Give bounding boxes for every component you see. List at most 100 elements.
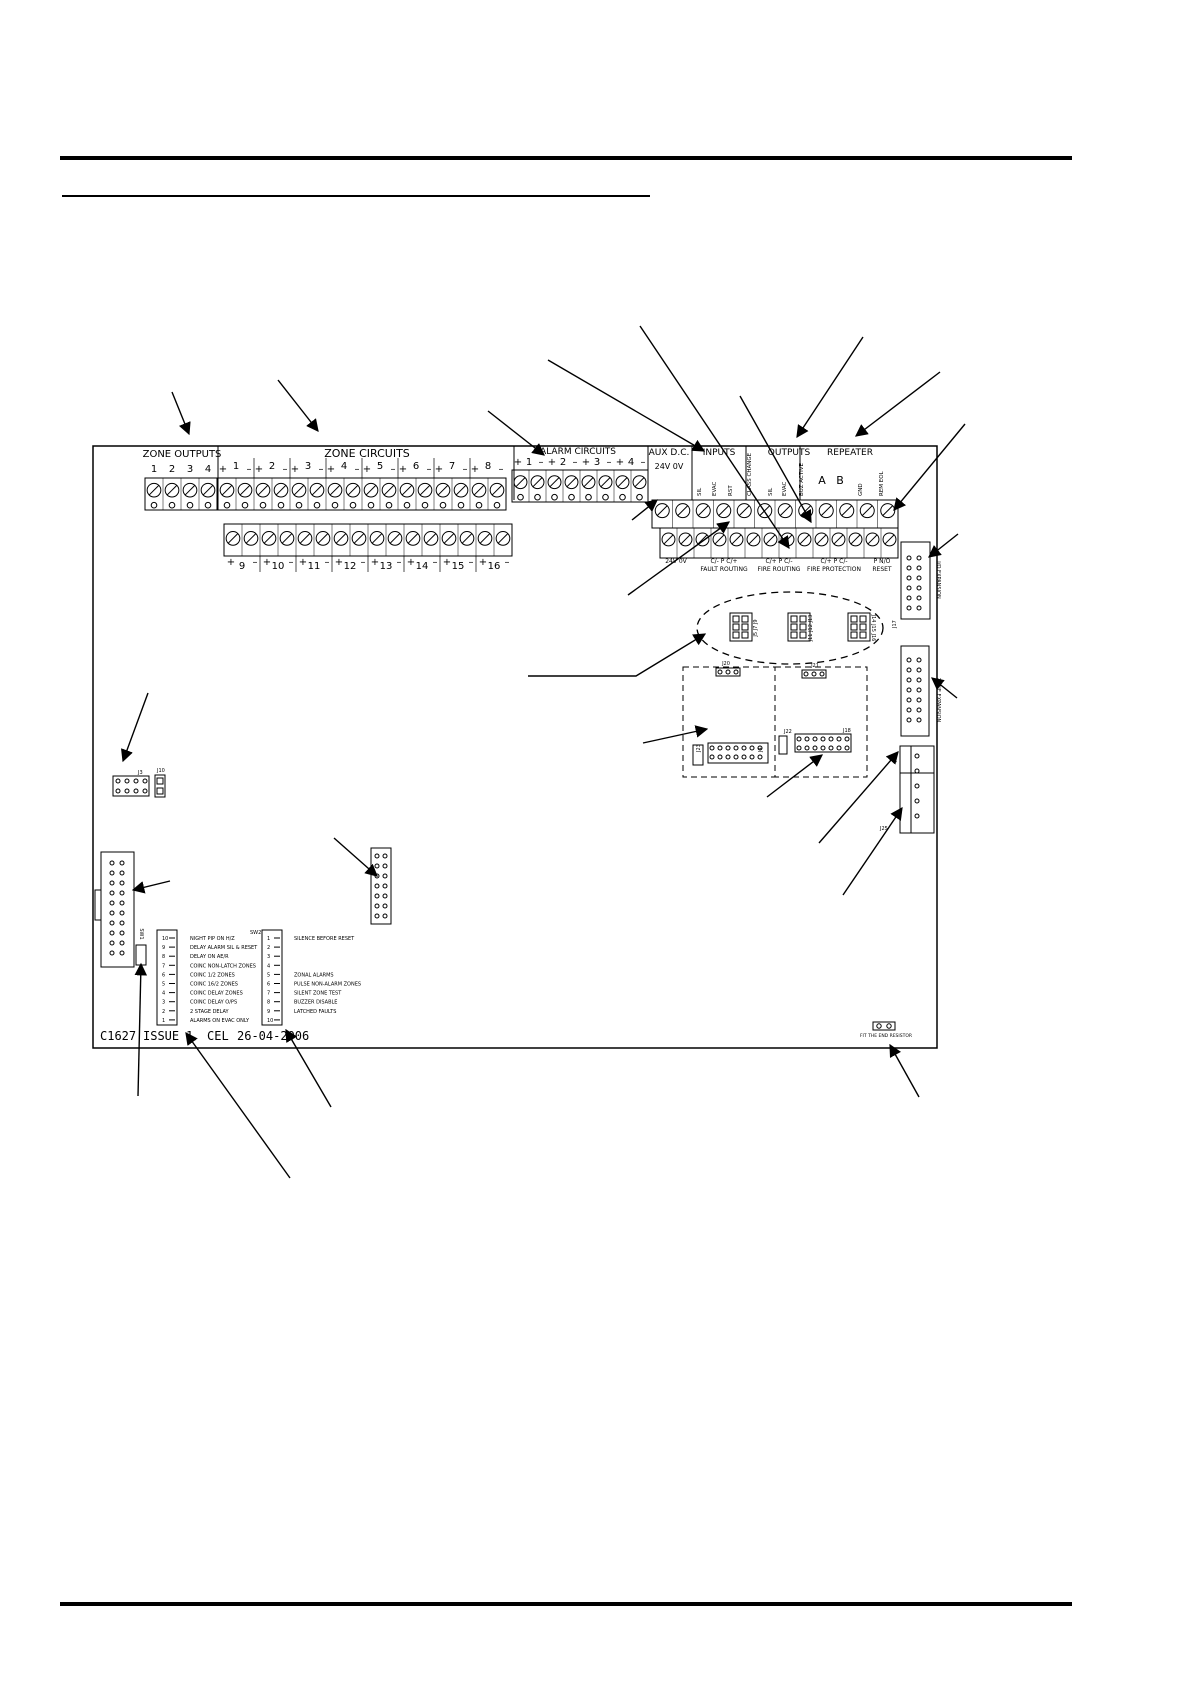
connector-pin — [725, 745, 731, 751]
terminal-number: 2 — [560, 457, 566, 468]
terminal-number: 8 — [485, 461, 491, 472]
connector-pin — [820, 736, 826, 742]
connector-pin — [156, 787, 164, 795]
callout-arrow — [333, 837, 378, 877]
j3-label: J3 — [137, 770, 143, 776]
middle-header — [370, 847, 392, 925]
connector-pin — [811, 671, 817, 677]
connector-pin — [733, 669, 739, 675]
fault-routing-label: FAULT ROUTING — [700, 566, 748, 573]
terminal-hole — [602, 493, 609, 501]
terminal-number: + — [471, 464, 479, 475]
connector-pin — [906, 657, 912, 663]
terminal-number: – — [391, 464, 396, 475]
switch-number: 3 — [267, 954, 270, 960]
switch-number: 7 — [162, 963, 165, 969]
connector-pin — [133, 778, 139, 784]
switch-function-label: PULSE NON-ALARM ZONES — [294, 982, 361, 988]
jumper-pin — [790, 623, 798, 631]
callout-arrow — [739, 395, 812, 524]
switch-function-label: ZONAL ALARMS — [294, 972, 334, 978]
connector-pin — [142, 788, 148, 794]
jumper-pin — [859, 631, 867, 639]
callout-arrow — [928, 533, 959, 558]
terminal-number: 10 — [272, 561, 285, 572]
callout-arrow — [171, 391, 191, 436]
header-j4 — [707, 742, 769, 764]
j17-label: J17 — [892, 620, 898, 629]
jumper-j20 — [715, 667, 741, 677]
terminal-number: – — [289, 557, 294, 568]
connector-pin — [916, 667, 922, 673]
connector-pin — [914, 768, 920, 774]
connector-pin — [749, 745, 755, 751]
terminal-hole — [186, 501, 194, 509]
jumper-bank — [729, 612, 753, 642]
connector-pin — [119, 880, 125, 886]
terminal-hole — [168, 501, 176, 509]
callout-arrow — [766, 754, 824, 798]
switch-function-label: COINC DELAY O/PS — [190, 1000, 237, 1006]
header-j3 — [112, 775, 150, 797]
io-label: BUZ ACTIVE — [799, 463, 805, 496]
terminal-hole — [457, 501, 465, 509]
jumper-pin — [850, 615, 858, 623]
board-maker: CEL — [207, 1029, 229, 1043]
connector-pin — [133, 788, 139, 794]
terminal-hole — [331, 501, 339, 509]
terminal-number: + — [479, 557, 487, 568]
connector-pin — [836, 736, 842, 742]
callout-arrow — [185, 1031, 291, 1179]
callout-arrow — [134, 962, 148, 1097]
terminal-hole — [439, 501, 447, 509]
aux-lower-label: 24V 0V — [665, 558, 687, 565]
switch-number: 6 — [162, 972, 165, 978]
fire-routing-label: FIRE ROUTING — [758, 566, 801, 573]
connector-pin — [906, 717, 912, 723]
terminal-number: 12 — [344, 561, 357, 572]
connector-pin — [119, 860, 125, 866]
terminal-hole — [568, 493, 575, 501]
connector-pin — [382, 853, 388, 859]
switch-number: 8 — [267, 1000, 270, 1006]
j24-j25-terminal — [899, 745, 935, 834]
terminal-number: – — [573, 457, 578, 468]
jumper-pin — [741, 615, 749, 623]
callout-arrow — [120, 692, 149, 763]
connector-pin — [119, 870, 125, 876]
connector-pin — [906, 677, 912, 683]
connector-pin — [916, 605, 922, 611]
terminal-number: – — [641, 457, 646, 468]
terminal-number: – — [607, 457, 612, 468]
terminal-hole — [551, 493, 558, 501]
terminal-hole — [385, 501, 393, 509]
switch-number: 3 — [162, 1000, 165, 1006]
connector-pin — [916, 555, 922, 561]
jumper-pin — [790, 615, 798, 623]
switch-function-label: DELAY ALARM SIL & RESET — [190, 945, 258, 951]
connector-pin — [119, 890, 125, 896]
connector-pin — [374, 903, 380, 909]
switch-number: 9 — [267, 1009, 270, 1015]
connector-pin — [812, 745, 818, 751]
connector-pin — [709, 745, 715, 751]
connector-pin — [916, 585, 922, 591]
terminal-number: – — [397, 557, 402, 568]
terminal-number: 11 — [308, 561, 321, 572]
terminal-number: 3 — [594, 457, 600, 468]
terminal-number: 4 — [205, 464, 211, 475]
connector-pin — [916, 657, 922, 663]
j20-label: J20 — [721, 661, 730, 667]
callout-arrow — [639, 325, 790, 550]
switch-function-label: SILENCE BEFORE RESET — [294, 936, 355, 942]
jumper-pin — [741, 631, 749, 639]
connector-pin — [374, 913, 380, 919]
terminal-number: – — [469, 557, 474, 568]
terminal-hole — [313, 501, 321, 509]
terminal-number: 15 — [452, 561, 465, 572]
terminal-number: + — [255, 464, 263, 475]
terminal-number: 7 — [449, 461, 455, 472]
connector-pin — [374, 893, 380, 899]
connector-pin — [382, 913, 388, 919]
